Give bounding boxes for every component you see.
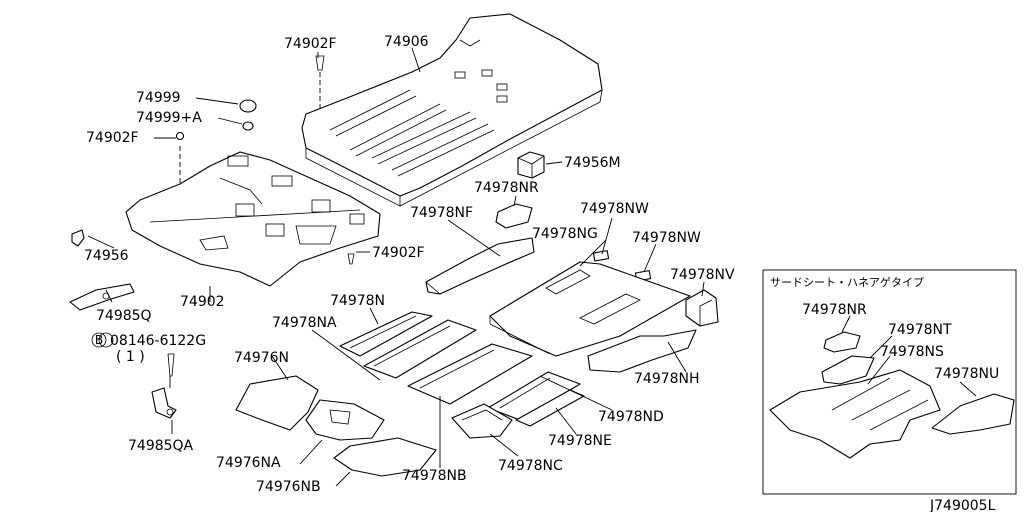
label-74985Q: 74985Q	[96, 308, 152, 324]
part-74978NH	[587, 329, 697, 373]
part-74978NC	[451, 403, 513, 439]
diagram-code: J749005L	[929, 498, 996, 512]
label-74978NW-a: 74978NW	[580, 201, 649, 217]
inset-third-seat: サードシート・ハネアゲタイプ 74978NR 74978NT 74978NS 7…	[762, 269, 1017, 495]
label-74978NF: 74978NF	[410, 205, 473, 221]
label-74978NB: 74978NB	[402, 468, 467, 484]
label-74978NE: 74978NE	[548, 433, 612, 449]
label-74956M: 74956M	[564, 155, 621, 171]
label-74902: 74902	[180, 294, 225, 310]
grommet-74999A	[242, 121, 254, 131]
part-74978NF	[425, 237, 535, 295]
label-74978N: 74978N	[330, 293, 385, 309]
clip-74902F-right	[347, 253, 355, 265]
part-74976NB	[333, 437, 437, 477]
label-74906: 74906	[384, 34, 429, 50]
label-74999A: 74999+A	[136, 110, 202, 126]
part-74978N	[339, 311, 433, 357]
label-74978NC: 74978NC	[498, 458, 563, 474]
bolt-08146	[98, 332, 175, 377]
part-74978NB	[407, 343, 533, 405]
part-labels: 74902F 74906 74999 74999+A 74902F 74956M…	[84, 34, 735, 495]
cap-74999	[239, 99, 257, 113]
inset-part-74978NR	[823, 331, 861, 353]
part-74978NR	[495, 203, 533, 229]
clip-74956	[71, 229, 85, 247]
label-08146-qty: ( 1 )	[116, 349, 145, 365]
label-74978NG: 74978NG	[532, 226, 598, 242]
label-74976N: 74976N	[234, 350, 289, 366]
label-74902F-a: 74902F	[284, 36, 337, 52]
part-74902-panel	[125, 151, 381, 287]
label-74978NV: 74978NV	[670, 267, 735, 283]
part-74976NA	[305, 399, 385, 441]
inset-title: サードシート・ハネアゲタイプ	[770, 276, 924, 289]
part-74976N	[235, 375, 319, 431]
part-74978NV	[685, 289, 719, 327]
bracket-74985QA	[151, 387, 177, 419]
inset-part-74978NT	[821, 355, 875, 385]
label-74978NW-b: 74978NW	[632, 230, 701, 246]
leader-lines	[87, 47, 705, 487]
part-74978NW-a	[592, 250, 610, 262]
label-74978NA: 74978NA	[272, 315, 337, 331]
label-08146: 08146-6122G	[110, 333, 206, 349]
label-74999: 74999	[136, 90, 181, 106]
label-74978NH: 74978NH	[634, 371, 700, 387]
inset-frame	[762, 269, 1017, 495]
bracket-74985Q	[69, 283, 135, 311]
label-74985QA: 74985QA	[128, 438, 194, 454]
part-74978NA	[363, 319, 477, 379]
label-74978NR: 74978NR	[474, 180, 539, 196]
inset-label-74978NR: 74978NR	[802, 302, 867, 318]
label-74976NA: 74976NA	[216, 455, 281, 471]
label-74978ND: 74978ND	[598, 409, 664, 425]
part-74956M-block	[517, 151, 545, 179]
part-74978NE	[515, 389, 585, 427]
clip-74902F-left	[175, 131, 185, 184]
inset-part-74978NS	[769, 369, 941, 459]
clip-74902F-top	[315, 55, 325, 112]
inset-part-74978NU	[931, 393, 1015, 435]
inset-label-74978NT: 74978NT	[888, 322, 952, 338]
label-74902F-b: 74902F	[86, 130, 139, 146]
inset-label-74978NU: 74978NU	[934, 366, 999, 382]
bolt-symbol: B	[95, 333, 103, 347]
label-74976NB: 74976NB	[256, 479, 321, 495]
label-74902F-c: 74902F	[372, 245, 425, 261]
inset-label-74978NS: 74978NS	[880, 344, 944, 360]
part-74906-panel	[301, 13, 603, 207]
label-74956: 74956	[84, 248, 129, 264]
